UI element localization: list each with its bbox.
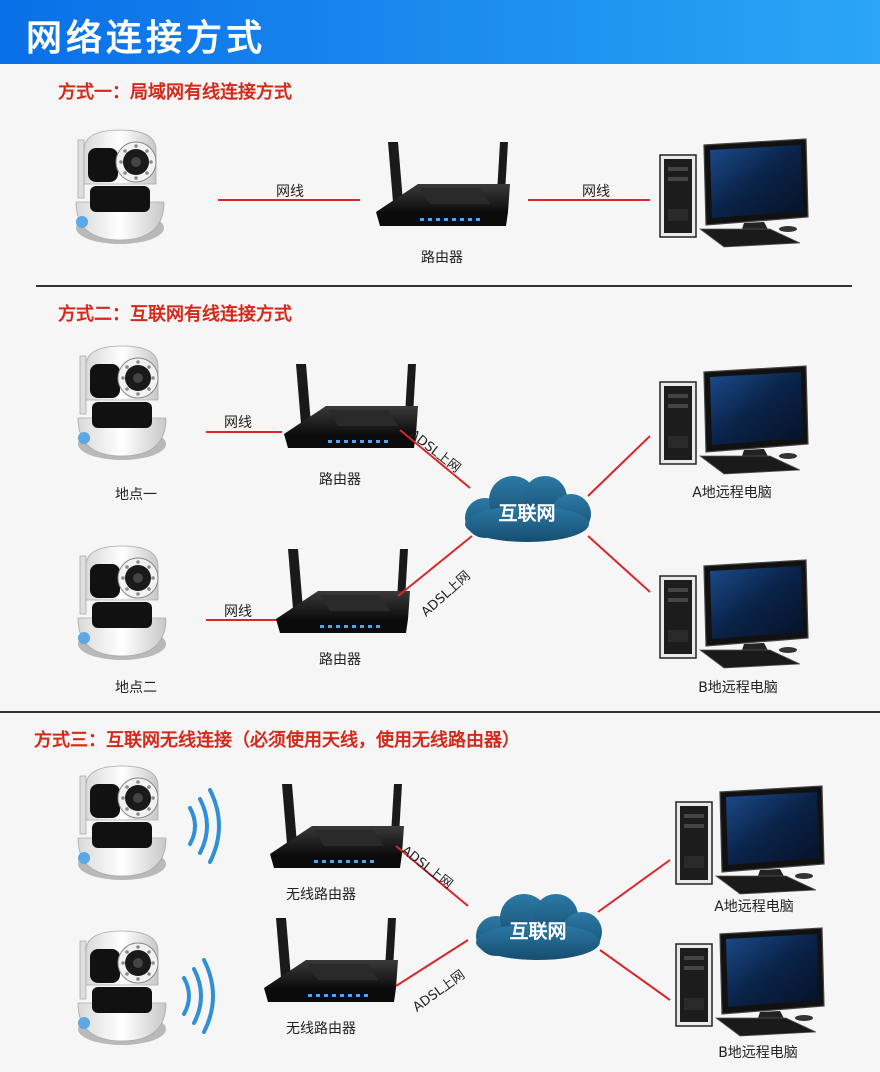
ip-camera-icon: [77, 345, 167, 461]
router-icon: [284, 364, 418, 448]
header-banner: 网络连接方式: [0, 0, 880, 64]
section3-group: [77, 765, 825, 1046]
adsl-link: [395, 845, 469, 907]
cloud-label: 互联网: [498, 502, 556, 525]
remote-link: [587, 535, 651, 593]
page-title: 网络连接方式: [26, 18, 267, 59]
desktop-computer-icon: [659, 559, 809, 669]
cable-label: 网线: [582, 184, 610, 200]
router-label: 路由器: [319, 652, 361, 668]
desktop-computer-icon: [675, 785, 825, 895]
remote-link: [587, 435, 651, 497]
router-label: 路由器: [421, 250, 463, 266]
ip-camera-icon: [77, 545, 167, 661]
cable-label: 网线: [276, 184, 304, 200]
router-label: 路由器: [319, 472, 361, 488]
desktop-computer-icon: [659, 365, 809, 475]
section1-group: [75, 129, 809, 248]
adsl-link: [395, 939, 469, 987]
pc-b-label: B地远程电脑: [718, 1045, 798, 1061]
router-label: 无线路由器: [286, 1021, 356, 1037]
section3-title: 方式三：互联网无线连接（必须使用天线，使用无线路由器）: [34, 730, 520, 751]
remote-link: [599, 949, 671, 1001]
desktop-computer-icon: [675, 927, 825, 1037]
desktop-computer-icon: [659, 138, 809, 248]
router-icon: [376, 142, 510, 226]
adsl-link: [397, 535, 473, 597]
router-icon: [276, 549, 410, 633]
location-label: 地点二: [115, 680, 157, 696]
pc-a-label: A地远程电脑: [714, 899, 794, 915]
ip-camera-icon: [77, 765, 167, 881]
adsl-link: [399, 429, 471, 489]
location-label: 地点一: [115, 487, 157, 503]
section1-title: 方式一：局域网有线连接方式: [58, 82, 292, 103]
router-icon: [264, 918, 398, 1002]
cable-label: 网线: [224, 415, 252, 431]
ip-camera-icon: [75, 129, 165, 245]
ip-camera-icon: [77, 930, 167, 1046]
remote-link: [597, 859, 671, 913]
router-icon: [270, 784, 404, 868]
section2-group: [77, 345, 809, 669]
pc-a-label: A地远程电脑: [692, 485, 772, 501]
section2-title: 方式二：互联网有线连接方式: [58, 304, 292, 325]
wifi-wave-icon: [188, 788, 221, 864]
wifi-wave-icon: [182, 958, 215, 1034]
router-label: 无线路由器: [286, 887, 356, 903]
cloud-label: 互联网: [509, 920, 567, 943]
cable-label: 网线: [224, 604, 252, 620]
pc-b-label: B地远程电脑: [698, 680, 778, 696]
